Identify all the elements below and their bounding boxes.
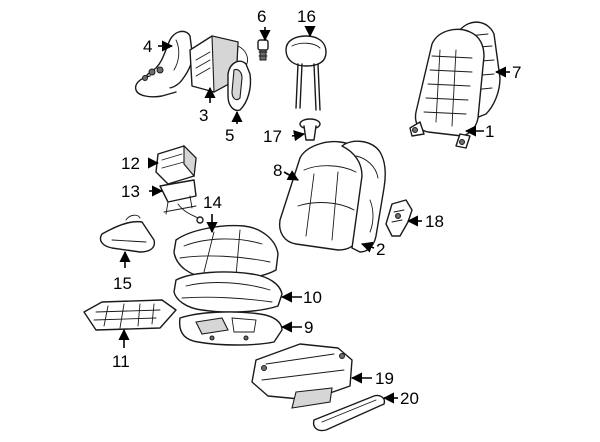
callout-8: 8 [273, 161, 282, 180]
part-5-switch [227, 60, 252, 112]
callout-15: 15 [113, 274, 132, 293]
part-2-back-cushion [341, 140, 386, 253]
callout-16: 16 [297, 7, 316, 26]
callout-11: 11 [112, 352, 130, 371]
callout-4: 4 [143, 37, 152, 56]
callout-5: 5 [225, 126, 234, 145]
callout-17: 17 [263, 127, 282, 146]
callout-13: 13 [121, 182, 140, 201]
part-16-headrest [285, 35, 327, 111]
part-11-heater-mat [83, 299, 177, 331]
part-13-bracket [159, 179, 204, 224]
callout-14: 14 [203, 193, 222, 212]
part-1-back-frame [409, 28, 485, 149]
callout-9: 9 [304, 318, 313, 337]
callout-18: 18 [425, 212, 444, 231]
part-9-seat-pan [178, 311, 283, 346]
callout-20: 20 [400, 389, 419, 408]
part-20-trim-panel [312, 394, 386, 432]
part-19-seat-track [251, 343, 353, 409]
part-18-side-bracket [385, 199, 413, 237]
callout-3: 3 [199, 106, 208, 125]
part-6-fastener [257, 39, 269, 61]
callout-19: 19 [375, 369, 394, 388]
part-15-side-trim [99, 214, 156, 253]
callout-7: 7 [512, 63, 521, 82]
callout-10: 10 [303, 288, 322, 307]
callout-labels: 4 3 5 6 16 7 1 17 8 2 18 12 13 14 15 10 … [112, 7, 521, 408]
part-14-cushion-cover [173, 224, 279, 281]
part-17-guide-sleeve [299, 118, 321, 141]
part-10-cushion-foam [173, 271, 283, 313]
part-4-side-shield [134, 30, 194, 98]
callout-1: 1 [485, 122, 494, 141]
callout-6: 6 [257, 7, 266, 26]
part-12-module [155, 144, 197, 185]
callout-12: 12 [121, 154, 140, 173]
leader-lines [118, 25, 510, 404]
callout-2: 2 [376, 240, 385, 259]
